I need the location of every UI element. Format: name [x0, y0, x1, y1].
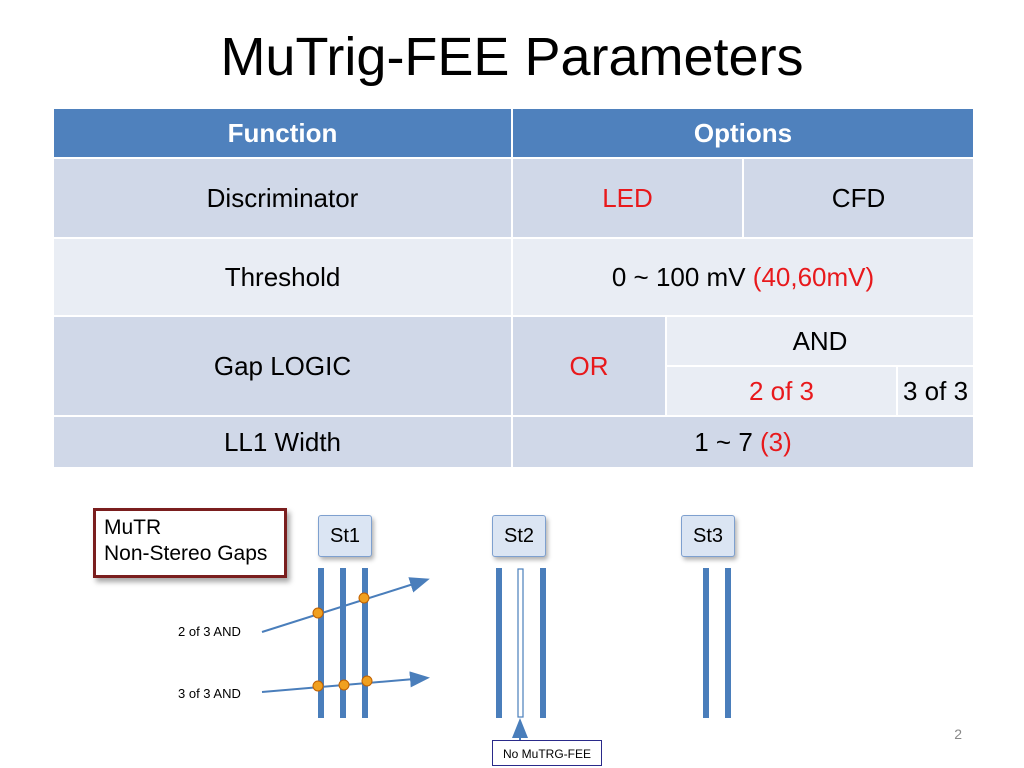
discriminator-cfd: CFD: [741, 157, 976, 239]
label-3of3-and: 3 of 3 AND: [178, 686, 241, 701]
threshold-selected: (40,60mV): [752, 261, 875, 292]
station-st1: St1: [318, 515, 372, 557]
st1-gap-1: [318, 568, 324, 718]
st1-gap-2: [340, 568, 346, 718]
no-mutrg-fee-label: No MuTRG-FEE: [492, 740, 602, 766]
hit-marker: [361, 675, 373, 687]
track-2of3: [261, 577, 430, 633]
ll1-width-value: 1 ~ 7 (3): [510, 415, 976, 469]
st2-gap-3: [540, 568, 546, 718]
st2-gap-1: [496, 568, 502, 718]
gap-logic-and: AND: [664, 315, 976, 367]
threshold-range: 0 ~ 100 mV: [611, 261, 753, 292]
st3-gap-2: [725, 568, 731, 718]
ll1-width-selected: (3): [760, 426, 792, 457]
gap-logic-2of3: 2 of 3: [665, 365, 898, 417]
discriminator-led: LED: [511, 157, 744, 239]
page-number: 2: [954, 726, 962, 742]
header-function: Function: [52, 107, 513, 159]
hit-marker: [312, 607, 324, 619]
st2-gap-empty: [517, 568, 524, 718]
st1-gap-3: [362, 568, 368, 718]
station-st2: St2: [492, 515, 546, 557]
gap-logic-label: Gap LOGIC: [52, 315, 513, 417]
mutr-label: MuTR: [104, 516, 162, 539]
label-2of3-and: 2 of 3 AND: [178, 624, 241, 639]
gap-logic-3of3: 3 of 3: [895, 365, 976, 417]
station-st3: St3: [681, 515, 735, 557]
parameters-table: Function Options Discriminator LED CFD T…: [52, 107, 976, 469]
st3-gap-1: [703, 568, 709, 718]
mutr-gaps-label-box: MuTR Non-Stereo Gaps: [93, 508, 287, 578]
header-options: Options: [510, 107, 976, 159]
ll1-width-label: LL1 Width: [52, 415, 513, 469]
hit-marker: [338, 679, 350, 691]
threshold-label: Threshold: [52, 237, 513, 317]
non-stereo-gaps-label: Non-Stereo Gaps: [104, 542, 268, 565]
hit-marker: [312, 680, 324, 692]
hit-marker: [358, 592, 370, 604]
threshold-value: 0 ~ 100 mV (40,60mV): [510, 237, 976, 317]
slide-title: MuTrig-FEE Parameters: [220, 27, 804, 87]
ll1-width-range: 1 ~ 7: [694, 426, 761, 457]
gap-logic-or: OR: [511, 315, 667, 417]
discriminator-label: Discriminator: [52, 157, 513, 239]
